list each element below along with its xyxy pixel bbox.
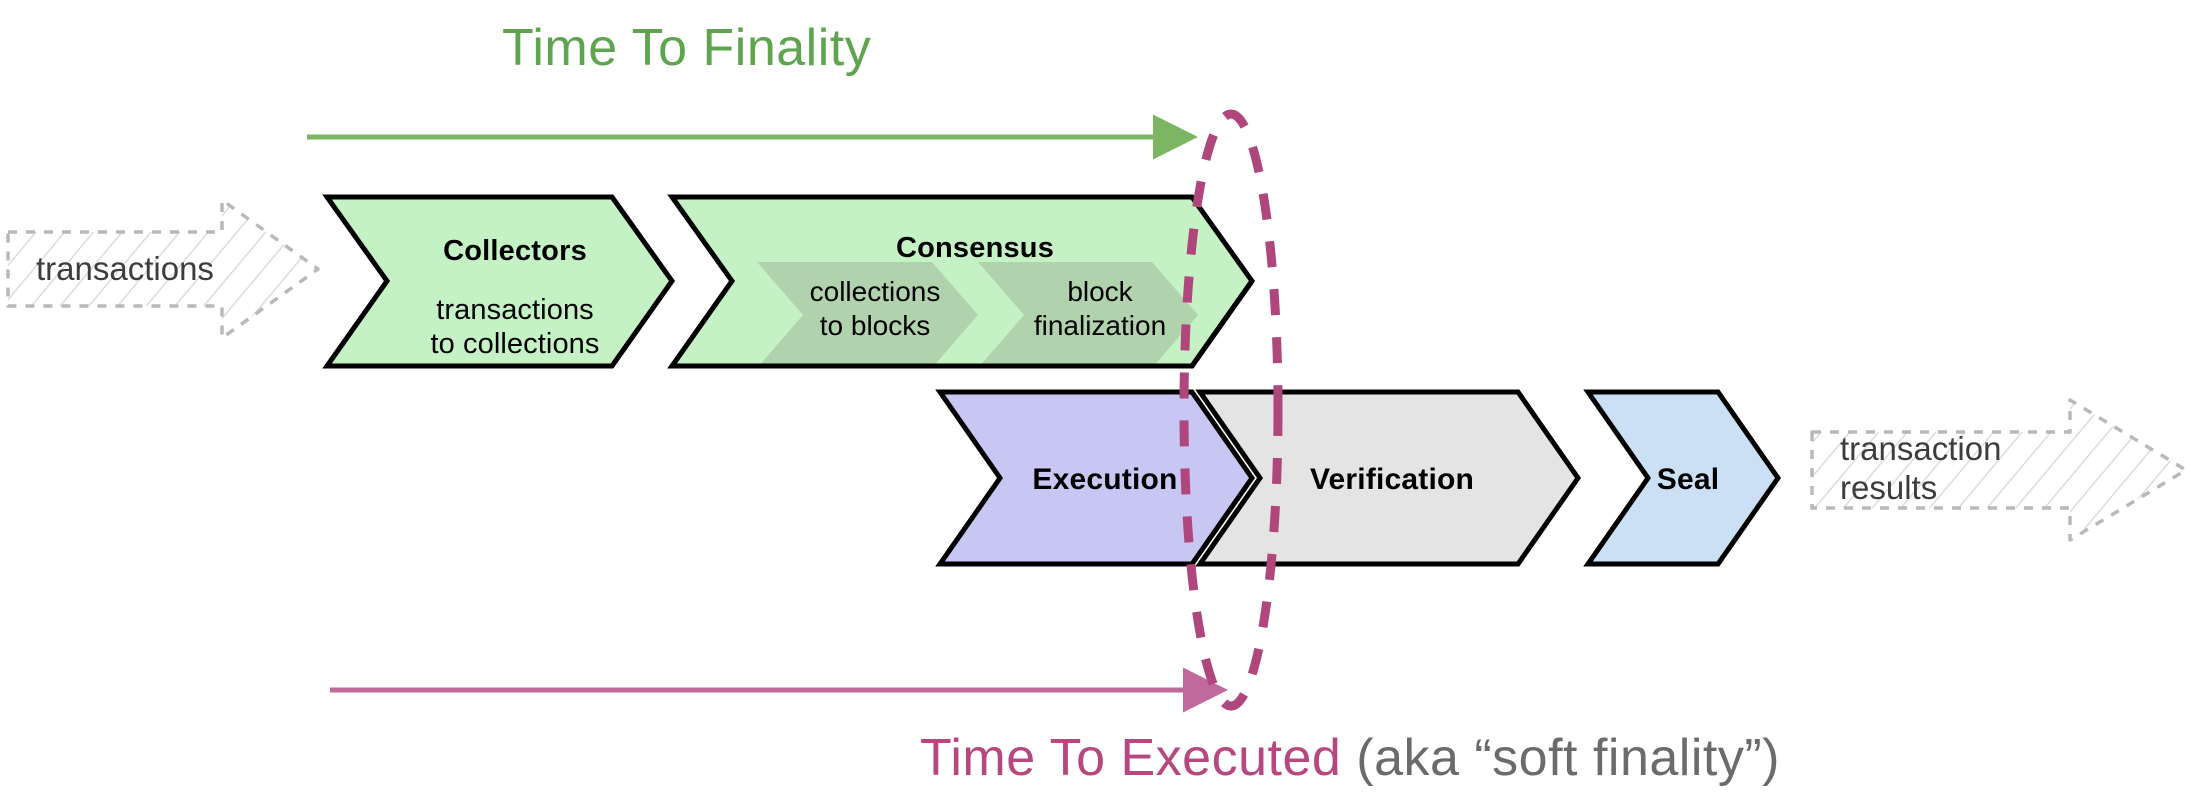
time-to-finality-title: Time To Finality <box>502 19 872 77</box>
stage-execution-shape[interactable] <box>935 389 1256 567</box>
soft-finality-note: (aka “soft finality”) <box>1356 729 1780 787</box>
time-to-executed-caption: Time To Executed (aka “soft finality”) <box>920 728 1780 788</box>
finality-boundary-ellipse <box>1179 109 1283 711</box>
stage-seal-shape[interactable] <box>1583 389 1782 567</box>
stage-verification-shape[interactable] <box>1195 389 1582 567</box>
substage-block-finalization-shape[interactable] <box>978 262 1198 368</box>
input-arrow-transactions <box>6 198 320 340</box>
stage-collectors-shape[interactable] <box>322 194 676 369</box>
output-arrow-transaction-results <box>1810 398 2188 542</box>
time-to-executed-label: Time To Executed <box>920 729 1342 787</box>
substage-collections-to-blocks-shape[interactable] <box>757 262 978 368</box>
